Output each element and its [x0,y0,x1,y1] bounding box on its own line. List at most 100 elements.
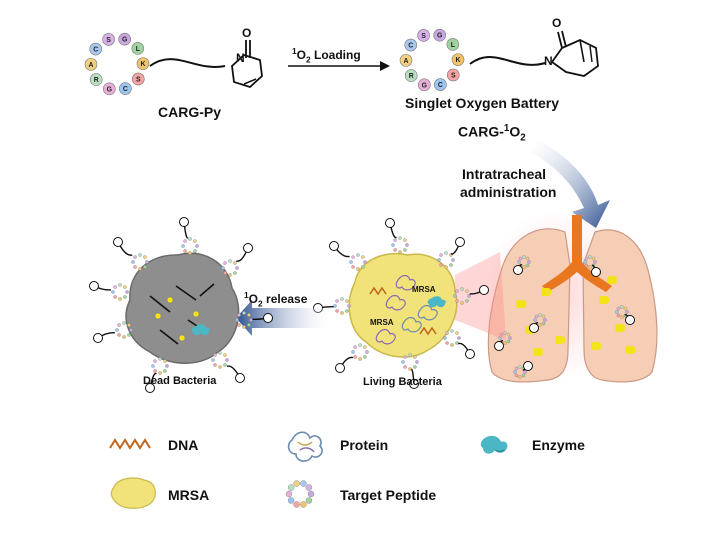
bound-peptide [513,255,531,275]
bound-peptide [335,343,369,373]
linker-chain-right [469,56,546,66]
carg-o2-sup: 1 [503,123,510,134]
legend-target-peptide-label: Target Peptide [340,487,437,503]
legend [109,431,508,509]
peptide-residue [417,29,430,42]
release-label: 1O2 release [244,290,307,308]
oxygen-dot [178,334,186,342]
oxygen-dot [154,312,162,320]
protein-icon [395,274,416,291]
trachea [542,215,612,292]
pyridone-molecule [231,40,263,89]
peptide-residue-letter: A [89,62,94,69]
release-arrow [236,300,328,336]
peptide-residue [404,69,418,82]
pyridone-o-atom: O [242,26,252,40]
loading-sub: 2 [306,54,311,65]
bound-peptide [437,237,465,269]
peptide-residue-letter: L [136,46,140,53]
peptide-residue-letter: S [451,73,456,80]
peptide-residue-letter: C [438,82,443,89]
oxygen-dot [166,296,174,304]
peptide-residue-letter: G [107,86,112,93]
protein-icon [401,316,422,333]
protein-icon [287,431,323,462]
peptide-residue [102,33,115,46]
endoperoxide-n-atom: N [544,54,553,68]
peptide-residue-letter: G [437,33,442,40]
peptide-residue-letter: L [451,42,455,49]
bound-peptide [385,218,409,254]
peptide-residue [84,58,98,71]
enzyme-icon [427,296,446,308]
living-bacterium-peptides [313,218,489,389]
legend-mrsa-label: MRSA [168,487,210,503]
bound-peptide [513,361,533,379]
bacterium-dot [533,348,543,356]
bound-peptide [235,311,273,329]
dead-bacterium-contents [149,283,215,345]
peptide-residue-letter: K [456,57,461,64]
peptide-residue [404,38,418,52]
living-bacterium [313,218,489,389]
peptide-residue-letter: S [106,37,111,44]
release-sup: 1 [244,290,249,300]
carg-o2-label: CARG-1O2 [458,123,526,143]
protein-icon [385,294,406,311]
bacterium-dot [591,342,601,350]
carg-py-label: CARG-Py [158,104,222,120]
peptide-residue [131,42,145,55]
dna-icon [419,326,437,336]
fragment [175,285,197,301]
bound-peptide [615,305,635,325]
fragment [159,329,179,345]
peptide-residue [131,72,145,86]
peptide-residue [446,68,460,82]
pyridone-n-atom: N [236,51,245,65]
release-o: O [248,292,259,306]
fragment [149,295,171,313]
bound-peptide [583,255,601,277]
legend-protein-label: Protein [340,437,389,453]
peptide-residue-letter: R [409,73,414,80]
protein-icon [417,304,438,321]
living-bacterium-contents [369,274,446,345]
bacterium-dot [625,346,635,354]
carg-o2-main: CARG- [458,123,504,140]
living-bacteria-label: Living Bacteria [363,376,442,388]
fragment [199,283,215,297]
mrsa-inner-label-1: MRSA [412,285,436,294]
singlet-oxygen-battery-label: Singlet Oxygen Battery [405,95,560,111]
bacterium-dot [607,276,617,284]
dead-bacterium-peptides [89,217,273,393]
peptide-residue-letter: K [141,61,146,68]
peptide-residue-letter: G [422,82,427,89]
release-suffix: release [262,292,308,306]
endoperoxide-molecule [551,30,599,77]
endoperoxide-o-atom: O [552,16,562,30]
peptide-residue [89,73,103,86]
protein-icon [375,328,396,345]
peptide-residue [433,28,446,42]
peptide-residue [418,78,431,92]
bound-peptide [401,353,419,389]
peptide-residue [434,78,447,91]
administration-arrow [530,140,610,228]
loading-sup: 1 [292,46,297,56]
peptide-residue [89,42,103,56]
peptide-residue-letter: C [123,86,128,93]
mrsa-inner-label-2: MRSA [370,318,394,327]
bound-peptide [211,351,245,383]
oxygen-dot [192,310,200,318]
lung-bacteria-dots [494,255,635,379]
carg-o2-sub: 2 [520,132,526,144]
peptide-residue [399,54,413,67]
administration-line1: Intratracheal [462,166,547,182]
dna-icon [369,286,387,296]
target-peptide-icon [285,480,315,508]
bacterium-dot [541,288,551,296]
bacterium-dot [615,324,625,332]
